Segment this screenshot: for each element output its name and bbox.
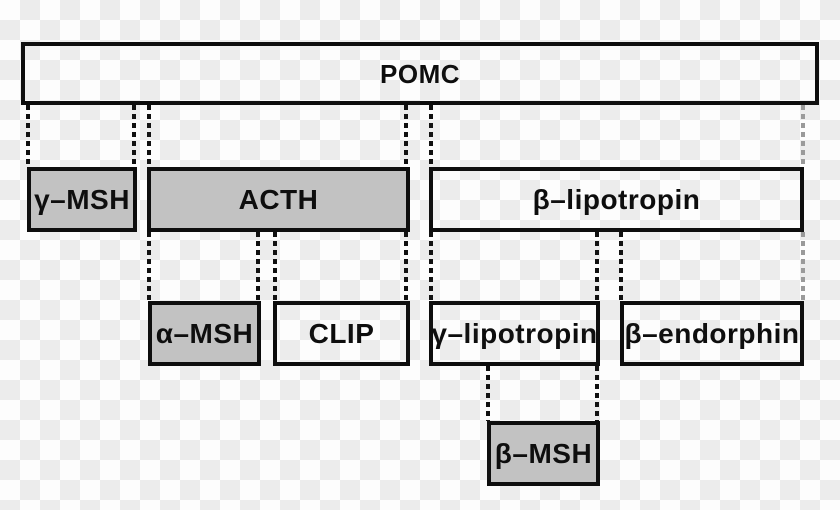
connector-pomc-to-gamma-msh-left <box>26 105 30 167</box>
box-beta-lipotropin: β–lipotropin <box>429 167 804 232</box>
box-clip-label: CLIP <box>308 317 375 349</box>
connector-gamma-lipotropin-to-beta-msh-right <box>595 366 599 421</box>
connector-pomc-to-acth-left <box>147 105 151 167</box>
connector-pomc-to-gamma-msh-right <box>132 105 136 167</box>
box-beta-endorphin-label: β–endorphin <box>624 317 800 349</box>
connector-gamma-lipotropin-to-beta-msh-left <box>486 366 490 421</box>
box-alpha-msh: α–MSH <box>148 301 261 366</box>
connector-blt-to-beta-endorphin-right <box>801 232 805 301</box>
box-gamma-lipotropin-label: γ–lipotropin <box>431 317 598 349</box>
connector-pomc-to-acth-right <box>404 105 408 167</box>
connector-acth-to-clip-right <box>404 232 408 301</box>
box-beta-endorphin: β–endorphin <box>620 301 804 366</box>
box-gamma-lipotropin: γ–lipotropin <box>429 301 600 366</box>
box-gamma-msh: γ–MSH <box>27 167 137 232</box>
connector-pomc-to-beta-lipotropin-left <box>429 105 433 167</box>
box-pomc-label: POMC <box>380 58 460 89</box>
connector-acth-to-alpha-msh-left <box>147 232 151 301</box>
connector-pomc-to-beta-lipotropin-right <box>801 105 805 167</box>
connector-acth-to-alpha-msh-right <box>256 232 260 301</box>
box-beta-msh-label: β–MSH <box>494 437 593 469</box>
box-pomc: POMC <box>21 42 819 105</box>
box-alpha-msh-label: α–MSH <box>155 317 254 349</box>
box-clip: CLIP <box>273 301 410 366</box>
box-acth-label: ACTH <box>238 183 319 215</box>
box-beta-lipotropin-label: β–lipotropin <box>532 183 701 215</box>
connector-blt-to-gamma-lipotropin-left <box>429 232 433 301</box>
box-acth: ACTH <box>147 167 410 232</box>
connector-acth-to-clip-left <box>273 232 277 301</box>
connector-blt-to-gamma-lipotropin-right <box>595 232 599 301</box>
box-beta-msh: β–MSH <box>487 421 600 486</box>
connector-blt-to-beta-endorphin-left <box>619 232 623 301</box>
box-gamma-msh-label: γ–MSH <box>34 183 130 215</box>
